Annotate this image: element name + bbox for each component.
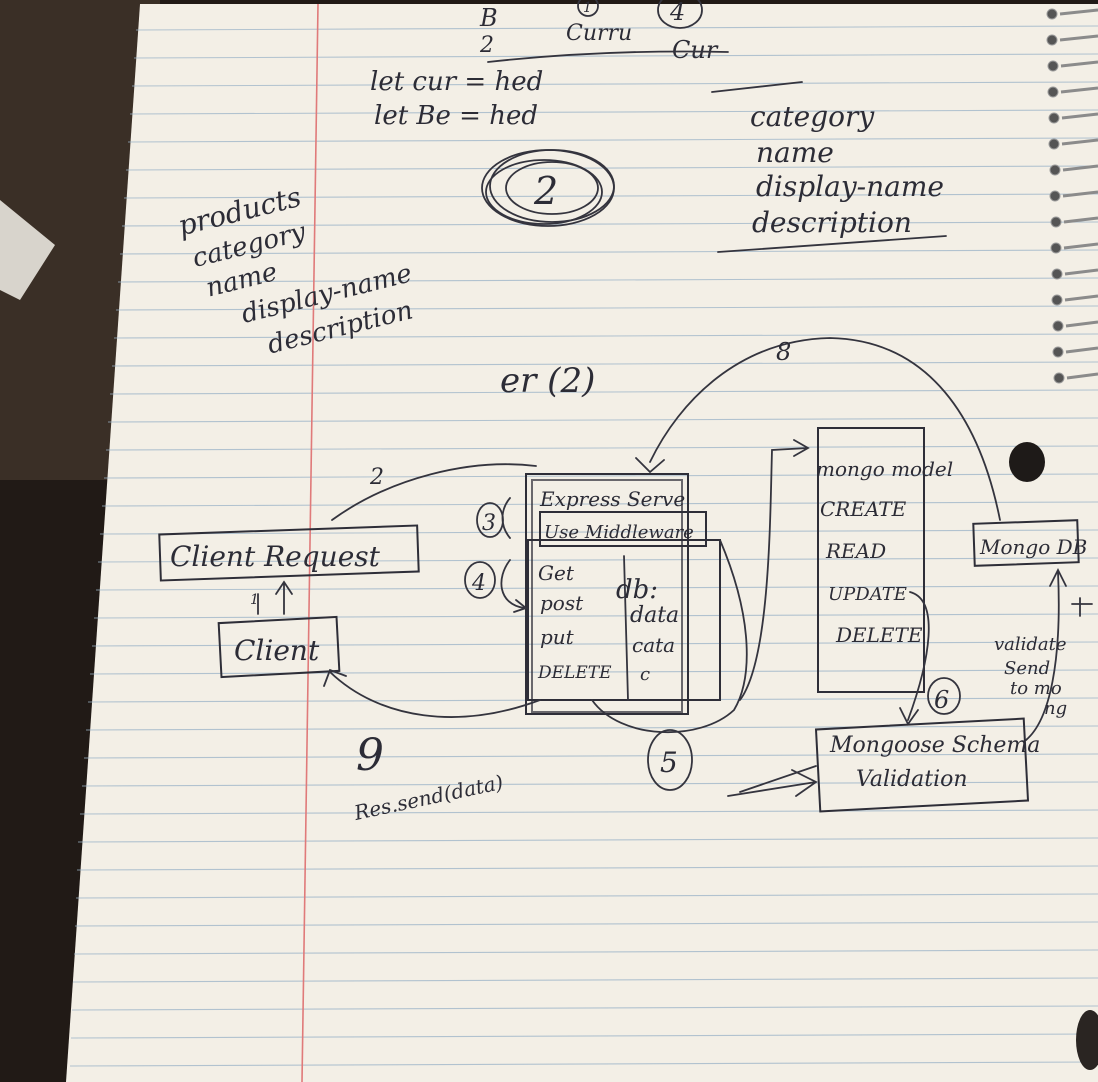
mongo-model-update: UPDATE (828, 584, 907, 605)
mongoose-schema-box (814, 717, 1030, 813)
bracket-3 (501, 497, 511, 539)
margin-line (301, 3, 319, 1082)
use-middleware-label: Use Middleware (544, 522, 694, 543)
mongo-model-title: mongo model (816, 457, 953, 481)
step-6-label: 6 (934, 686, 949, 714)
category-name: name (756, 136, 834, 169)
step-9-arrow (323, 668, 541, 718)
step-4-circle (464, 561, 496, 599)
validate-note-4: ng (1044, 698, 1067, 719)
db-note-data: data (630, 603, 679, 628)
spiral-coils (1059, 8, 1098, 380)
step-8-arrow (635, 337, 1001, 521)
top-curr-label: Curru (566, 21, 632, 46)
method-delete: DELETE (537, 663, 612, 683)
spiral-binding (1046, 8, 1065, 384)
schema-scribble-arrow (727, 765, 818, 797)
mongo-db-box (972, 519, 1080, 567)
method-post: post (540, 591, 584, 615)
schema-to-db-arrow (1025, 567, 1067, 741)
method-get: Get (538, 561, 575, 585)
svg-text:2: 2 (533, 169, 558, 213)
mongo-db-label: Mongo DB (979, 535, 1087, 559)
top-letter-b: B (479, 4, 498, 32)
client-box (217, 615, 341, 679)
top-circled-4-label: 4 (669, 0, 685, 26)
mongo-model-delete: DELETE (835, 623, 923, 647)
category-underline (717, 235, 947, 253)
step-9-label: 9 (356, 730, 384, 781)
mongoose-schema-label: Mongoose Schema (829, 733, 1040, 758)
top-circle-1 (577, 0, 599, 17)
to-mongo-model-arrow (739, 439, 810, 701)
step-8-label: 8 (776, 338, 791, 366)
category-title: category (750, 100, 875, 133)
paper-scrap (0, 200, 55, 300)
top-cur-label: Cur (672, 36, 719, 64)
validate-note-2: Send (1004, 658, 1050, 679)
step-4-label: 4 (471, 571, 486, 596)
mongo-model-read: READ (825, 539, 886, 563)
big-circled-two: 2 (481, 149, 615, 227)
category-list: category name display-name description (717, 100, 947, 253)
top-letter-2: 2 (479, 33, 494, 58)
method-put: put (540, 625, 575, 649)
category-display-name: display-name (756, 170, 944, 203)
step-1-label: 1 (250, 592, 259, 608)
let-cur-line: let cur = hed (370, 67, 543, 97)
let-be-line: let Be = hed (374, 101, 538, 131)
binder-hole-top (1009, 442, 1045, 482)
validate-note-3: to mo (1010, 678, 1062, 699)
mongoose-validation-label: Validation (856, 767, 968, 792)
mongo-model-box (817, 427, 925, 693)
up-arrow (275, 580, 293, 615)
products-list: products category name display-name desc… (175, 180, 416, 360)
plus-mark (1071, 597, 1093, 617)
step-3-label: 3 (482, 511, 496, 536)
binder-hole-bottom (1076, 1010, 1098, 1070)
step-6-circle (927, 677, 961, 715)
db-note-cata: cata (632, 633, 675, 657)
top-underline-arrow (487, 50, 729, 63)
validate-note-1: validate (994, 634, 1067, 655)
express-server-label: Express Serve (539, 487, 685, 511)
client-request-box (158, 524, 420, 582)
top-circled-1-label: 1 (583, 0, 592, 16)
mongo-model-create: CREATE (820, 497, 907, 521)
category-description: description (752, 206, 912, 239)
bracket-4-arrow (500, 559, 528, 613)
er-note: er (2) (500, 361, 595, 401)
stray-dash (711, 81, 803, 93)
step-5-label: 5 (660, 746, 678, 779)
client-request-label: Client Request (170, 540, 381, 573)
ruled-lines (69, 25, 1098, 1067)
db-note-db: db: (616, 575, 658, 605)
step-5-circle (647, 729, 693, 791)
step-2-label: 2 (369, 465, 384, 490)
step-2-arrow (331, 463, 537, 521)
client-label: Client (234, 634, 320, 667)
top-circle-4 (657, 0, 703, 29)
db-note-c: c (640, 664, 650, 685)
step-5-loop (591, 539, 748, 733)
